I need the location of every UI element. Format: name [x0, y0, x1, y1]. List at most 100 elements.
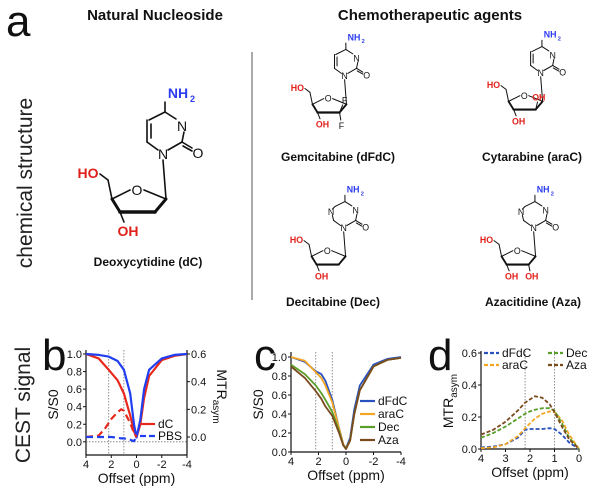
legend-label-dc: dC	[158, 417, 174, 431]
n3-label: N	[353, 53, 359, 63]
molecule-name-dfdc: Gemcitabine (dFdC)	[281, 150, 395, 164]
n3-label: N	[542, 206, 548, 216]
y2-tick-label: 0.6	[191, 349, 206, 361]
n1-label: N	[531, 223, 537, 233]
y2-tick-label: 0.0	[191, 432, 206, 444]
carbonyl-o-label: O	[362, 223, 369, 233]
x-tick-label: -2	[369, 456, 379, 468]
amine-label: NH	[168, 85, 188, 101]
x-tick-label: 0	[576, 453, 582, 465]
ho-label: HO	[480, 235, 493, 245]
x-tick-label: -2	[157, 459, 167, 471]
molecule-name-dec: Decitabine (Dec)	[286, 295, 380, 309]
y-tick-label: 0.4	[272, 409, 287, 421]
x-tick-label: -4	[396, 456, 406, 468]
carbonyl-o-label: O	[363, 70, 370, 80]
ho-label: HO	[78, 165, 99, 181]
x-tick-label: 4	[288, 456, 294, 468]
ring-o-label: O	[324, 246, 331, 256]
n5-label: N	[518, 207, 524, 217]
y-tick-label: 0.6	[272, 390, 287, 402]
x-tick-label: -4	[182, 459, 192, 471]
y-tick-label: 0.0	[272, 447, 287, 459]
y2-axis-label: MTRasym	[210, 369, 230, 423]
y2-tick-label: 0.4	[191, 377, 206, 389]
x-tick-label: 3	[502, 453, 508, 465]
amine-label: NH	[347, 185, 360, 195]
series-line-aza-dashed	[480, 395, 580, 450]
molecule-name-dc: Deoxycytidine (dC)	[94, 255, 203, 269]
y-axis-label-subscript: asym	[449, 374, 460, 398]
x-tick-label: 1	[551, 453, 557, 465]
y-tick-label: 0.8	[272, 371, 287, 383]
oh-label: OH	[505, 272, 518, 282]
legend-label-aza: Aza	[566, 358, 587, 372]
y-tick-label: 0.2	[67, 419, 82, 431]
fluoro-up-label: F	[342, 96, 348, 106]
legend-label-dfdc: dFdC	[502, 346, 532, 360]
n3-label: N	[177, 118, 187, 134]
legend-label-dfdc: dFdC	[378, 394, 408, 408]
y-tick-label: 1.0	[272, 352, 287, 364]
y-axis-label: MTRasym	[440, 374, 460, 428]
oh-label: OH	[512, 117, 525, 127]
row-label-chemical-structure: chemical structure	[14, 98, 37, 268]
panel-label-b: b	[42, 331, 66, 380]
x-tick-label: 2	[108, 459, 114, 471]
x-axis-label: Offset (ppm)	[491, 464, 569, 480]
y-tick-label: 0.8	[67, 367, 82, 379]
y-tick-label: 0.0	[67, 437, 82, 449]
legend-label-arac: araC	[378, 407, 404, 421]
x-tick-label: 4	[478, 453, 484, 465]
amine-subscript: 2	[361, 191, 364, 197]
oh-label: OH	[316, 120, 329, 130]
fluoro-down-label: F	[339, 121, 345, 131]
legend-label-dec: Dec	[378, 420, 399, 434]
x-tick-label: 0	[133, 459, 139, 471]
y-tick-label: 0.0	[462, 444, 477, 456]
carbonyl-o-label: O	[193, 145, 204, 161]
y2-tick-label: 0.2	[191, 404, 206, 416]
header-chemotherapeutic-agents: Chemotherapeutic agents	[338, 7, 522, 24]
n5-label: N	[328, 207, 334, 217]
ho-label: HO	[291, 83, 304, 93]
oh-label: OH	[315, 272, 328, 282]
y-tick-label: 1.0	[67, 349, 82, 361]
n3-label: N	[549, 51, 555, 61]
n3-label: N	[352, 206, 358, 216]
amine-subscript: 2	[558, 36, 561, 42]
y-tick-label: 0.6	[67, 384, 82, 396]
ring-o-label: O	[514, 246, 521, 256]
panel-label-d: d	[428, 331, 452, 380]
amine-label: NH	[544, 30, 557, 40]
series-line-arac-dashed	[480, 410, 580, 450]
y-tick-label: 0.4	[462, 380, 477, 392]
amine-label: NH	[348, 33, 361, 43]
molecule-name-arac: Cytarabine (araC)	[482, 150, 582, 164]
x-tick-label: 2	[315, 456, 321, 468]
oh-label: OH	[118, 223, 139, 239]
row-label-cest-signal: CEST signal	[12, 347, 35, 463]
legend-label-aza: Aza	[378, 433, 399, 447]
panel-label-a: a	[6, 0, 31, 46]
x-axis-label: Offset (ppm)	[307, 467, 385, 483]
molecule-name-aza: Azacitidine (Aza)	[485, 295, 581, 309]
ho-label: HO	[487, 80, 500, 90]
amine-subscript: 2	[362, 39, 365, 45]
ring-o-label: O	[132, 182, 143, 198]
oh-2-label: OH	[525, 272, 538, 282]
amine-subscript: 2	[551, 191, 554, 197]
ring-o-label: O	[325, 94, 332, 104]
x-axis-label: Offset (ppm)	[98, 470, 176, 486]
y-tick-label: 0.2	[462, 412, 477, 424]
panel-label-c: c	[254, 331, 276, 380]
n1-label: N	[341, 71, 347, 81]
series-line-dc-dashed	[85, 408, 138, 439]
